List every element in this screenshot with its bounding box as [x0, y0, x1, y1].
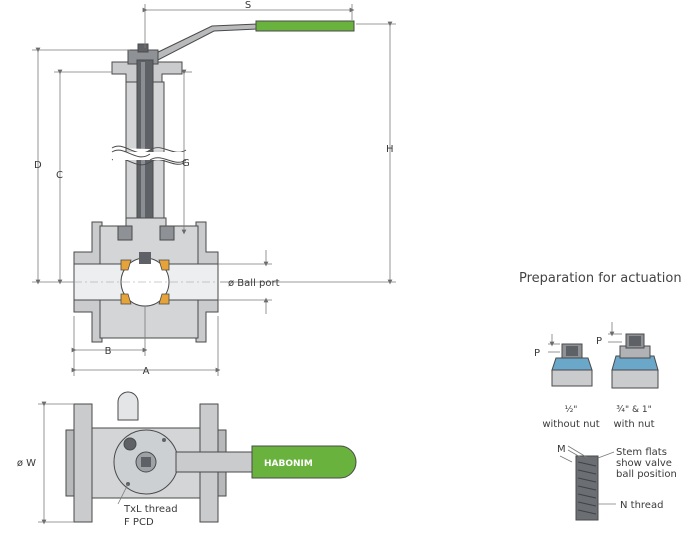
bottom-view: HABONIM ø W TxL thread F PCD [17, 391, 357, 528]
p-left-label: P [534, 348, 540, 359]
dim-b-label: B [105, 346, 112, 357]
pcd-label: F PCD [124, 517, 154, 528]
dim-h-label: H [386, 144, 394, 155]
actuation-section: Preparation for actuation P ½" without n… [519, 271, 682, 521]
valve-body [73, 217, 219, 343]
three-quarter-inch-caption: ¾" & 1" [616, 405, 651, 415]
dim-a-label: A [143, 366, 150, 377]
with-nut-caption: with nut [614, 419, 655, 430]
dim-s-label: S [245, 0, 251, 11]
stem-flats-line3: ball position [616, 469, 677, 480]
dim-c-label: C [56, 170, 63, 181]
stem-half-inch: P ½" without nut [534, 334, 600, 430]
m-label: M [557, 444, 566, 455]
stem-flats-line1: Stem flats [616, 447, 667, 458]
stem-flats-detail: M Stem flats show valve ball position N … [557, 444, 677, 521]
n-thread-label: N thread [620, 500, 663, 511]
without-nut-caption: without nut [542, 419, 599, 430]
brand-label: HABONIM [264, 459, 313, 469]
dimension-lines [32, 4, 396, 376]
dim-d-label: D [34, 160, 42, 171]
dim-g-label: G [182, 158, 190, 169]
half-inch-caption: ½" [565, 405, 578, 415]
dim-w-label: ø W [17, 458, 36, 469]
ball-port-label: ø Ball port [228, 278, 280, 289]
p-right-label: P [596, 336, 602, 347]
dimension-labels: S H D C G ø Ball port B A [34, 0, 394, 377]
stem-flats-line2: show valve [616, 458, 672, 469]
stem-three-quarter-one-inch: P ¾" & 1" with nut [596, 322, 659, 430]
actuation-title: Preparation for actuation [519, 271, 682, 286]
side-view: S H D C G ø Ball port B A [32, 0, 396, 377]
thread-label: TxL thread [123, 504, 178, 515]
handle-lever [148, 20, 355, 61]
